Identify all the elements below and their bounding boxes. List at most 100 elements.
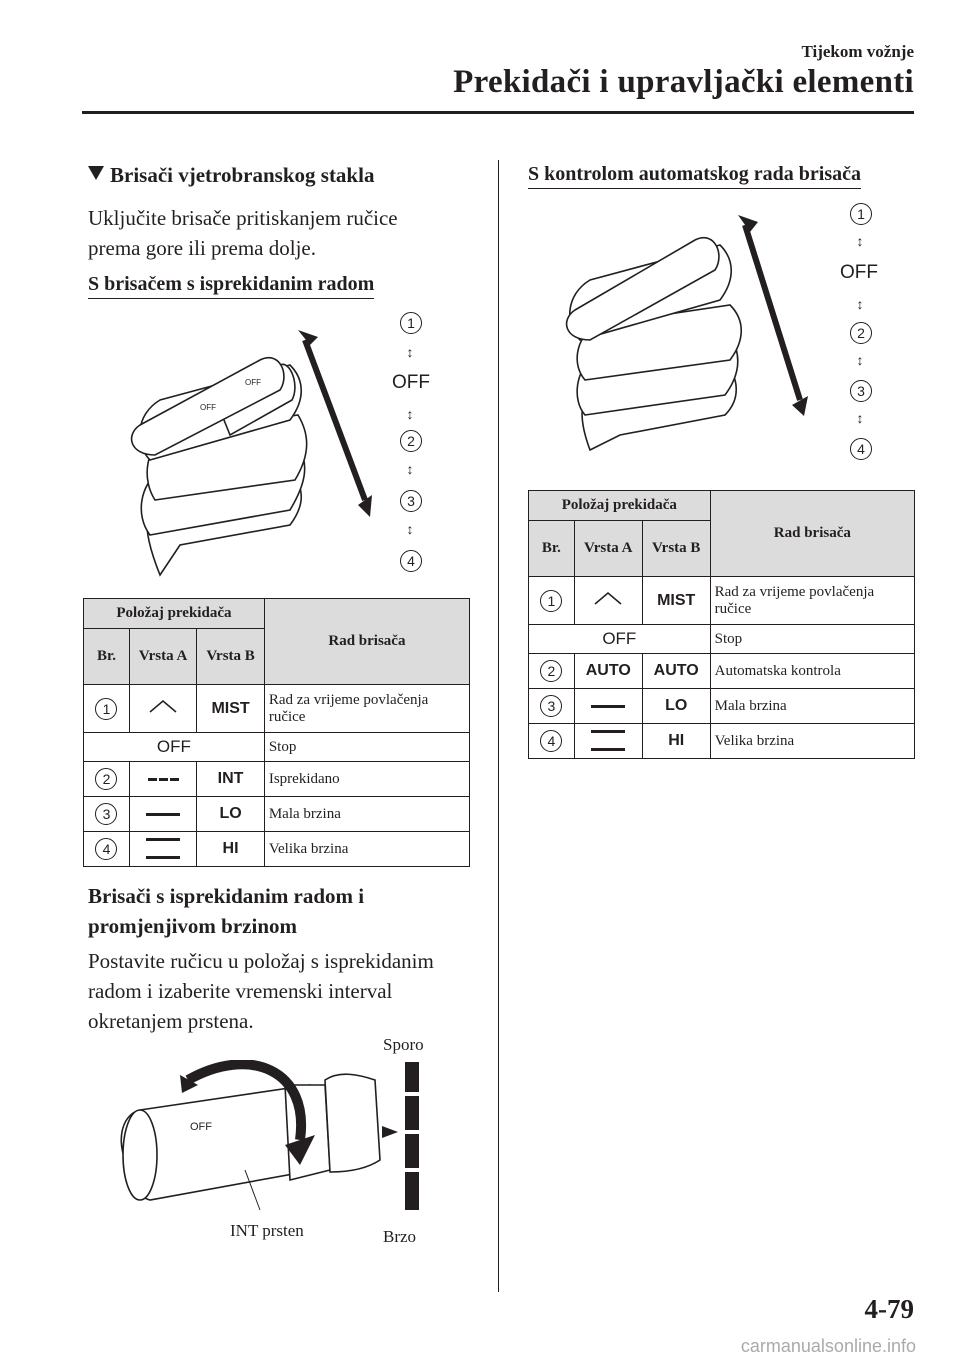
para-line-2: radom i izaberite vremenski interval xyxy=(88,979,393,1003)
type-b-label: LO xyxy=(196,796,265,832)
operation-text: Stop xyxy=(263,732,471,762)
operation-text: Mala brzina xyxy=(263,796,471,832)
int-dashes-icon xyxy=(128,761,198,797)
label-4: 4 xyxy=(400,550,422,572)
right-switch-table: Položaj prekidača Rad brisača Br. Vrsta … xyxy=(528,490,916,759)
right-diagram-labels: 1 ↕ xyxy=(850,203,872,261)
type-b-label: LO xyxy=(641,688,711,724)
table-row: 3 LO Mala brzina xyxy=(83,796,471,832)
svg-text:OFF: OFF xyxy=(200,403,216,412)
section-triangle-icon xyxy=(88,166,104,180)
type-b-label: MIST xyxy=(196,684,265,733)
fast-label: Brzo xyxy=(383,1227,417,1246)
table-row: 1 MIST Rad za vrijeme povlačenja ručice xyxy=(528,576,916,625)
th-operation: Rad brisača xyxy=(709,490,916,577)
operation-text: Automatska kontrola xyxy=(709,653,916,689)
label-off: OFF xyxy=(392,372,430,393)
arrow-icon: ↕ xyxy=(856,412,864,427)
int-ring-label: INT prsten xyxy=(230,1221,304,1240)
th-operation: Rad brisača xyxy=(263,598,471,685)
chapter-title: Tijekom vožnje xyxy=(801,42,914,61)
th-type-a: Vrsta A xyxy=(128,628,198,685)
wiper-heading-text: Brisači vjetrobranskog stakla xyxy=(110,163,375,187)
th-number: Br. xyxy=(83,628,130,685)
variable-heading: Brisači s isprekidanim radom i promjenji… xyxy=(88,881,364,941)
page-number: 4-79 xyxy=(864,1294,915,1324)
auto-lever-diagram xyxy=(565,215,808,452)
table-row: 4 HI Velika brzina xyxy=(83,831,471,867)
label-1: 1 xyxy=(850,203,872,225)
type-b-label: AUTO xyxy=(641,653,711,689)
type-a-label: AUTO xyxy=(573,653,643,689)
row-number: 1 xyxy=(540,589,563,612)
operation-text: Velika brzina xyxy=(263,831,471,867)
arrow-icon: ↕ xyxy=(856,354,864,369)
svg-text:OFF: OFF xyxy=(245,378,261,387)
type-b-label: HI xyxy=(641,723,711,759)
label-2: 2 xyxy=(400,430,422,452)
table-row: OFF Stop xyxy=(83,732,471,762)
label-off: OFF xyxy=(840,262,878,283)
left-switch-table: Položaj prekidača Rad brisača Br. Vrsta … xyxy=(83,598,471,867)
th-position: Položaj prekidača xyxy=(83,598,265,629)
row-number: 2 xyxy=(95,768,118,790)
arrow-icon: ↕ xyxy=(856,235,864,250)
row-number: 4 xyxy=(540,730,563,752)
intermittent-subtitle: S brisačem s isprekidanim radom xyxy=(88,273,375,299)
th-number: Br. xyxy=(528,520,575,577)
label-1: 1 xyxy=(400,312,422,334)
hi-double-bar-icon xyxy=(128,831,198,867)
lo-bar-icon xyxy=(128,796,198,832)
type-b-label: HI xyxy=(196,831,265,867)
left-diagram-labels: 1 ↕ xyxy=(400,312,422,374)
table-row: OFF Stop xyxy=(528,624,916,654)
table-row: 1 MIST Rad za vrijeme povlačenja ručice xyxy=(83,684,471,733)
row-number: 4 xyxy=(95,838,118,860)
operation-text: Stop xyxy=(709,624,916,654)
lo-bar-icon xyxy=(573,688,643,724)
operation-text: Velika brzina xyxy=(709,723,916,759)
label-3: 3 xyxy=(850,380,872,402)
off-cell: OFF xyxy=(83,732,265,762)
th-type-a: Vrsta A xyxy=(573,520,643,577)
mist-caret-icon xyxy=(149,700,177,713)
wiper-heading: Brisači vjetrobranskog stakla xyxy=(88,163,374,188)
row-number: 2 xyxy=(540,660,563,682)
table-row: 2 AUTO AUTO Automatska kontrola xyxy=(528,653,916,689)
label-2: 2 xyxy=(850,322,872,344)
row-number: 3 xyxy=(95,803,118,825)
th-position: Položaj prekidača xyxy=(528,490,711,521)
row-number: 1 xyxy=(95,697,118,720)
lever-off-text: OFF xyxy=(190,1121,212,1133)
table-row: 4 HI Velika brzina xyxy=(528,723,916,759)
right-labels-lower: ↕ 2 ↕ 3 ↕ 4 xyxy=(850,290,872,460)
mist-caret-icon xyxy=(594,592,622,605)
row-number: 3 xyxy=(540,695,563,717)
operation-text: Mala brzina xyxy=(709,688,916,724)
section-title: Prekidači i upravljački elementi xyxy=(453,64,914,100)
variable-paragraph: Postavite ručicu u položaj s isprekidani… xyxy=(88,946,434,1036)
left-labels-lower: ↕ 2 ↕ 3 ↕ 4 xyxy=(400,402,422,572)
auto-subtitle: S kontrolom automatskog rada brisača xyxy=(528,163,861,189)
column-divider xyxy=(498,160,499,1292)
arrow-icon: ↕ xyxy=(406,346,414,361)
label-3: 3 xyxy=(400,490,422,512)
type-b-label: MIST xyxy=(641,576,711,625)
arrow-icon: ↕ xyxy=(406,463,414,478)
table-row: 3 LO Mala brzina xyxy=(528,688,916,724)
para-line-1: Postavite ručicu u položaj s isprekidani… xyxy=(88,949,434,973)
header-rule xyxy=(82,111,914,114)
hi-double-bar-icon xyxy=(573,723,643,759)
variable-heading-line-2: promjenjivom brzinom xyxy=(88,914,298,938)
operation-text: Isprekidano xyxy=(263,761,471,797)
intro-text: Uključite brisače pritiskanjem ručice pr… xyxy=(88,203,398,263)
para-line-3: okretanjem prstena. xyxy=(88,1009,254,1033)
arrow-icon: ↕ xyxy=(406,408,414,423)
operation-text: Rad za vrijeme povlačenja ručice xyxy=(709,576,916,625)
wiper-lever-diagram: OFF OFF xyxy=(130,330,372,577)
th-type-b: Vrsta B xyxy=(196,628,265,685)
variable-heading-line-1: Brisači s isprekidanim radom i xyxy=(88,884,365,908)
operation-text: Rad za vrijeme povlačenja ručice xyxy=(263,684,471,733)
label-4: 4 xyxy=(850,438,872,460)
off-cell: OFF xyxy=(528,624,711,654)
